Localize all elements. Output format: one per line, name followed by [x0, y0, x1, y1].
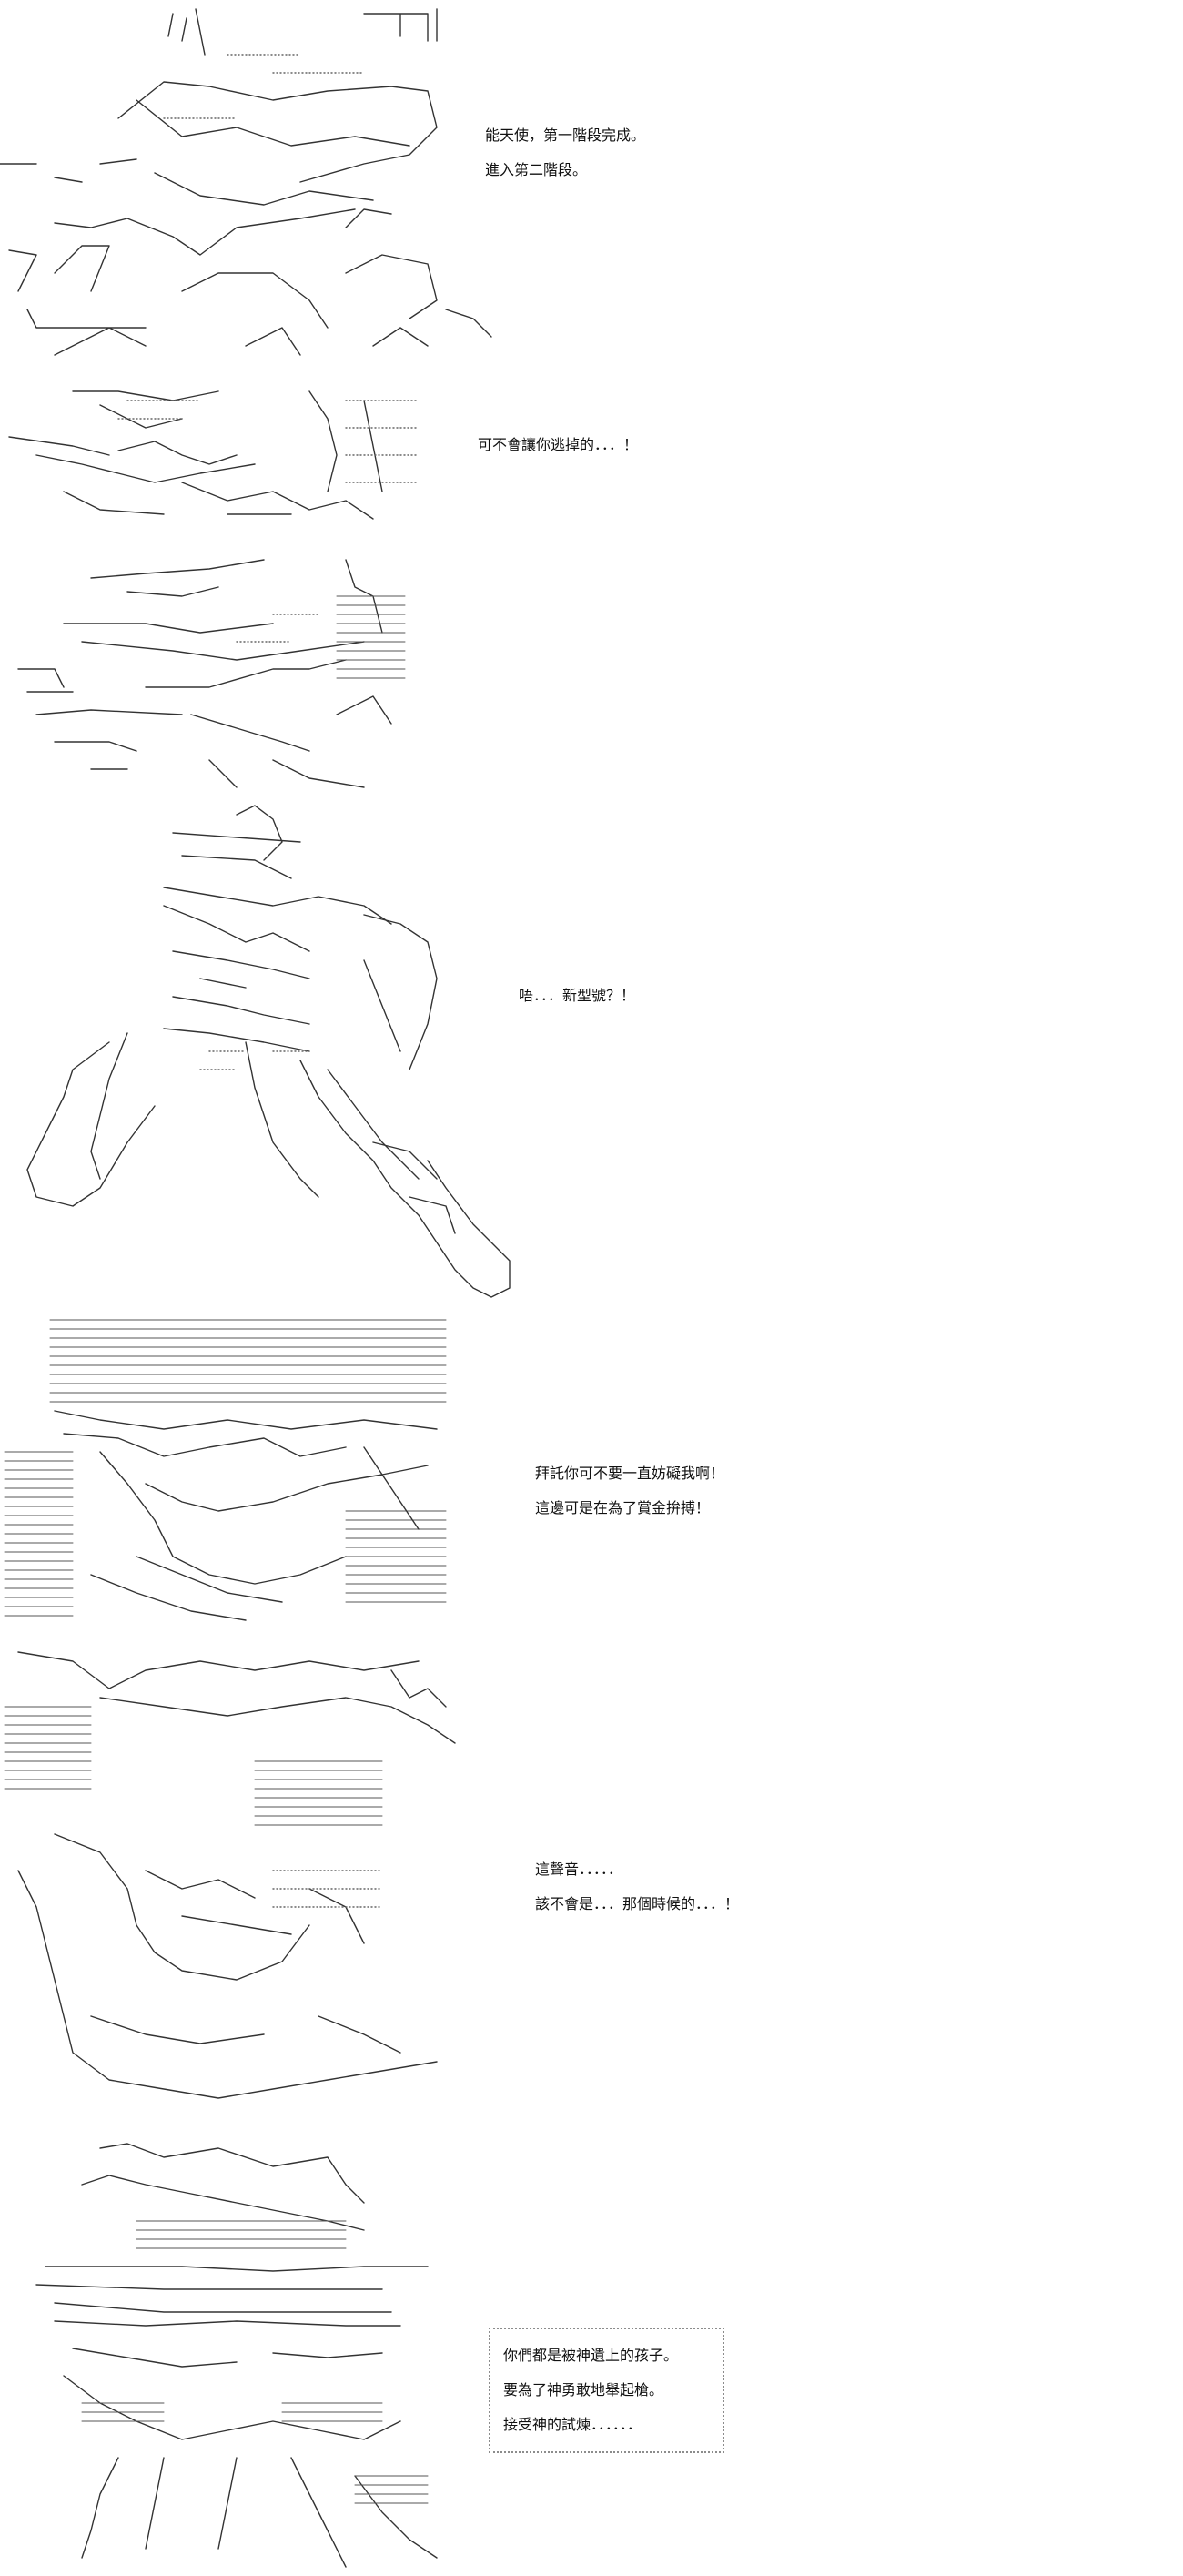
- dialogue-line: 唔．．．新型號？！: [519, 987, 636, 1004]
- dialogue-line: 你們都是被神遺上的孩子。: [503, 2347, 679, 2364]
- ascii-art-combat-scene: [17, 559, 406, 788]
- dialogue-box: 你們都是被神遺上的孩子。 要為了神勇敢地舉起槍。 接受神的試煉．．．．．．: [489, 2328, 724, 2453]
- dialogue-line: 接受神的試煉．．．．．．: [503, 2416, 642, 2433]
- ascii-art-mecha-dynamic: [4, 1651, 456, 2099]
- panel-6: 這聲音．．．．． 該不會是．．．那個時候的．．．！: [0, 1634, 1183, 2130]
- dialogue-line: 這邊可是在為了賞金拚搏！: [535, 1499, 711, 1516]
- ascii-art-mecha-1: [0, 8, 492, 356]
- dialogue-line: 拜託你可不要一直妨礙我啊！: [535, 1465, 725, 1482]
- panel-5: 拜託你可不要一直妨礙我啊！ 這邊可是在為了賞金拚搏！: [0, 1302, 1183, 1634]
- panel-2: 可不會讓你逃掉的．．．！: [0, 364, 1183, 532]
- dialogue-line: 這聲音．．．．．: [535, 1861, 623, 1878]
- ascii-art-mecha-2: [8, 390, 420, 520]
- dialogue-line: 可不會讓你逃掉的．．．！: [478, 436, 639, 453]
- ascii-art-angel-figure: [35, 2143, 438, 2568]
- ascii-art-cockpit-pilot: [4, 1319, 447, 1621]
- dialogue-line: 該不會是．．．那個時候的．．．！: [535, 1895, 740, 1912]
- panel-7: 你們都是被神遺上的孩子。 要為了神勇敢地舉起槍。 接受神的試煉．．．．．．: [0, 2130, 1183, 2576]
- dialogue-line: 能天使，第一階段完成。: [485, 127, 646, 144]
- dialogue-line: 進入第二階段。: [485, 161, 588, 178]
- ascii-art-robot-standing: [26, 805, 511, 1298]
- dialogue-line: 要為了神勇敢地舉起槍。: [503, 2381, 664, 2399]
- panel-3: [0, 532, 1183, 796]
- panel-4: 唔．．．新型號？！: [0, 796, 1183, 1302]
- panel-1: 能天使，第一階段完成。 進入第二階段。: [0, 0, 1183, 364]
